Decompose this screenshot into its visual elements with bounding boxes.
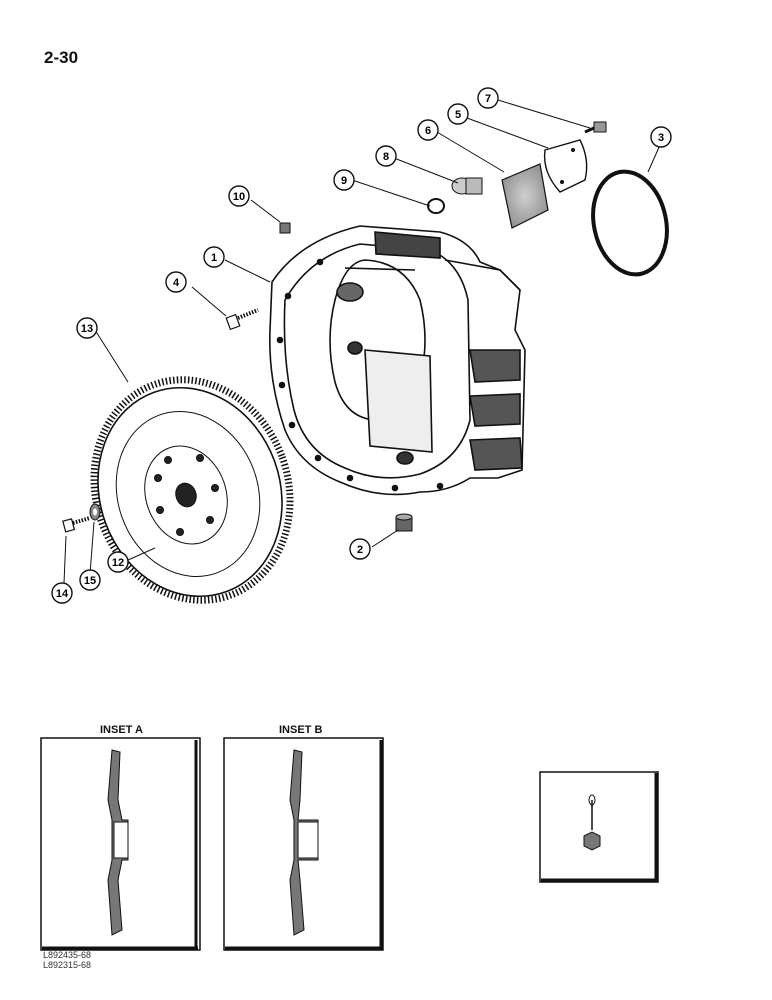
svg-text:2: 2 (357, 544, 363, 556)
flywheel-housing (268, 225, 526, 496)
inset-b-title: INSET B (279, 724, 323, 736)
svg-text:8: 8 (383, 151, 389, 163)
inset-a-title: INSET A (100, 724, 143, 736)
dowel-10 (279, 222, 291, 234)
callout-4: 4 (165, 271, 187, 293)
callout-5: 5 (447, 103, 469, 125)
illustration-code-2: L892315-68 (43, 960, 92, 970)
seal-ring-9 (427, 198, 445, 214)
svg-text:3: 3 (658, 132, 664, 144)
svg-text:6: 6 (425, 125, 431, 137)
washer-15 (89, 503, 101, 521)
svg-text:10: 10 (233, 191, 245, 203)
callout-14: 14 (51, 582, 73, 604)
bolt-14 (62, 516, 91, 533)
callout-13: 13 (76, 317, 98, 339)
callout-6: 6 (417, 119, 439, 141)
svg-text:5: 5 (455, 109, 461, 121)
inset-a-frame (40, 737, 201, 951)
callout-7: 7 (477, 87, 499, 109)
cover-plate-5 (543, 139, 588, 193)
callout-12: 12 (107, 551, 129, 573)
fastener-detail-frame (539, 771, 659, 883)
flywheel (90, 376, 294, 604)
callout-8: 8 (375, 145, 397, 167)
screw-7 (584, 121, 607, 134)
fitting-8 (451, 177, 483, 195)
callout-3: 3 (650, 126, 672, 148)
callout-1: 1 (203, 246, 225, 268)
svg-text:15: 15 (84, 575, 96, 587)
svg-text:13: 13 (81, 323, 93, 335)
gasket-6 (501, 163, 549, 229)
svg-text:7: 7 (485, 93, 491, 105)
svg-text:14: 14 (56, 588, 69, 600)
callout-15: 15 (79, 569, 101, 591)
svg-text:9: 9 (341, 175, 347, 187)
bolt-4 (225, 308, 259, 331)
plug-2 (395, 513, 413, 532)
inset-b-frame (223, 737, 384, 951)
leader-lines (63, 99, 661, 854)
svg-text:4: 4 (173, 277, 180, 289)
illustration-code-1: L892435-68 (43, 950, 92, 960)
callout-10: 10 (228, 185, 250, 207)
callout-9: 9 (333, 169, 355, 191)
svg-text:12: 12 (112, 557, 124, 569)
page-number: 2-30 (44, 48, 79, 67)
callout-2: 2 (349, 538, 371, 560)
o-ring-3 (591, 169, 669, 277)
svg-text:1: 1 (211, 252, 217, 264)
